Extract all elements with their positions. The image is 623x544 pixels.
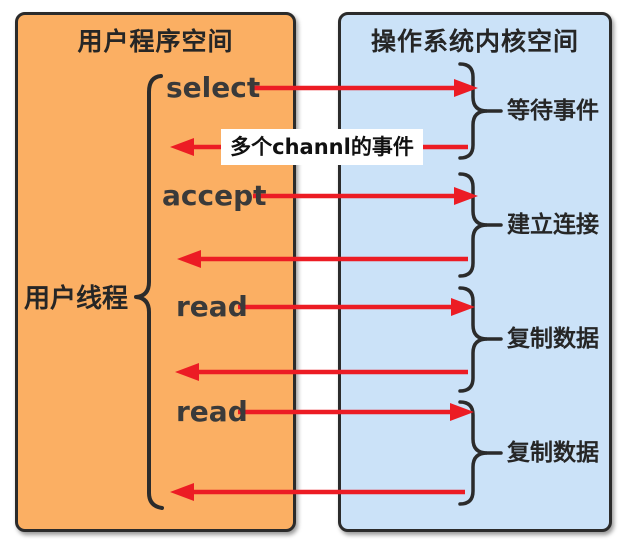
kernel-op-label-establish-connection: 建立连接 <box>507 212 599 238</box>
syscall-label-read-1: read <box>176 290 248 323</box>
kernel-op-label-copy-data-2: 复制数据 <box>507 440 599 466</box>
kernel-space-title: 操作系统内核空间 <box>370 27 579 56</box>
channel-events-label: 多个channl的事件 <box>221 129 423 165</box>
syscall-label-select: select <box>166 71 261 104</box>
user-thread-label: 用户线程 <box>24 284 129 314</box>
user-space-title: 用户程序空间 <box>77 27 234 56</box>
kernel-op-label-copy-data-1: 复制数据 <box>507 326 599 352</box>
kernel-op-label-wait-events: 等待事件 <box>507 98 599 124</box>
syscall-label-read-2: read <box>176 395 248 428</box>
syscall-label-accept: accept <box>162 179 267 212</box>
